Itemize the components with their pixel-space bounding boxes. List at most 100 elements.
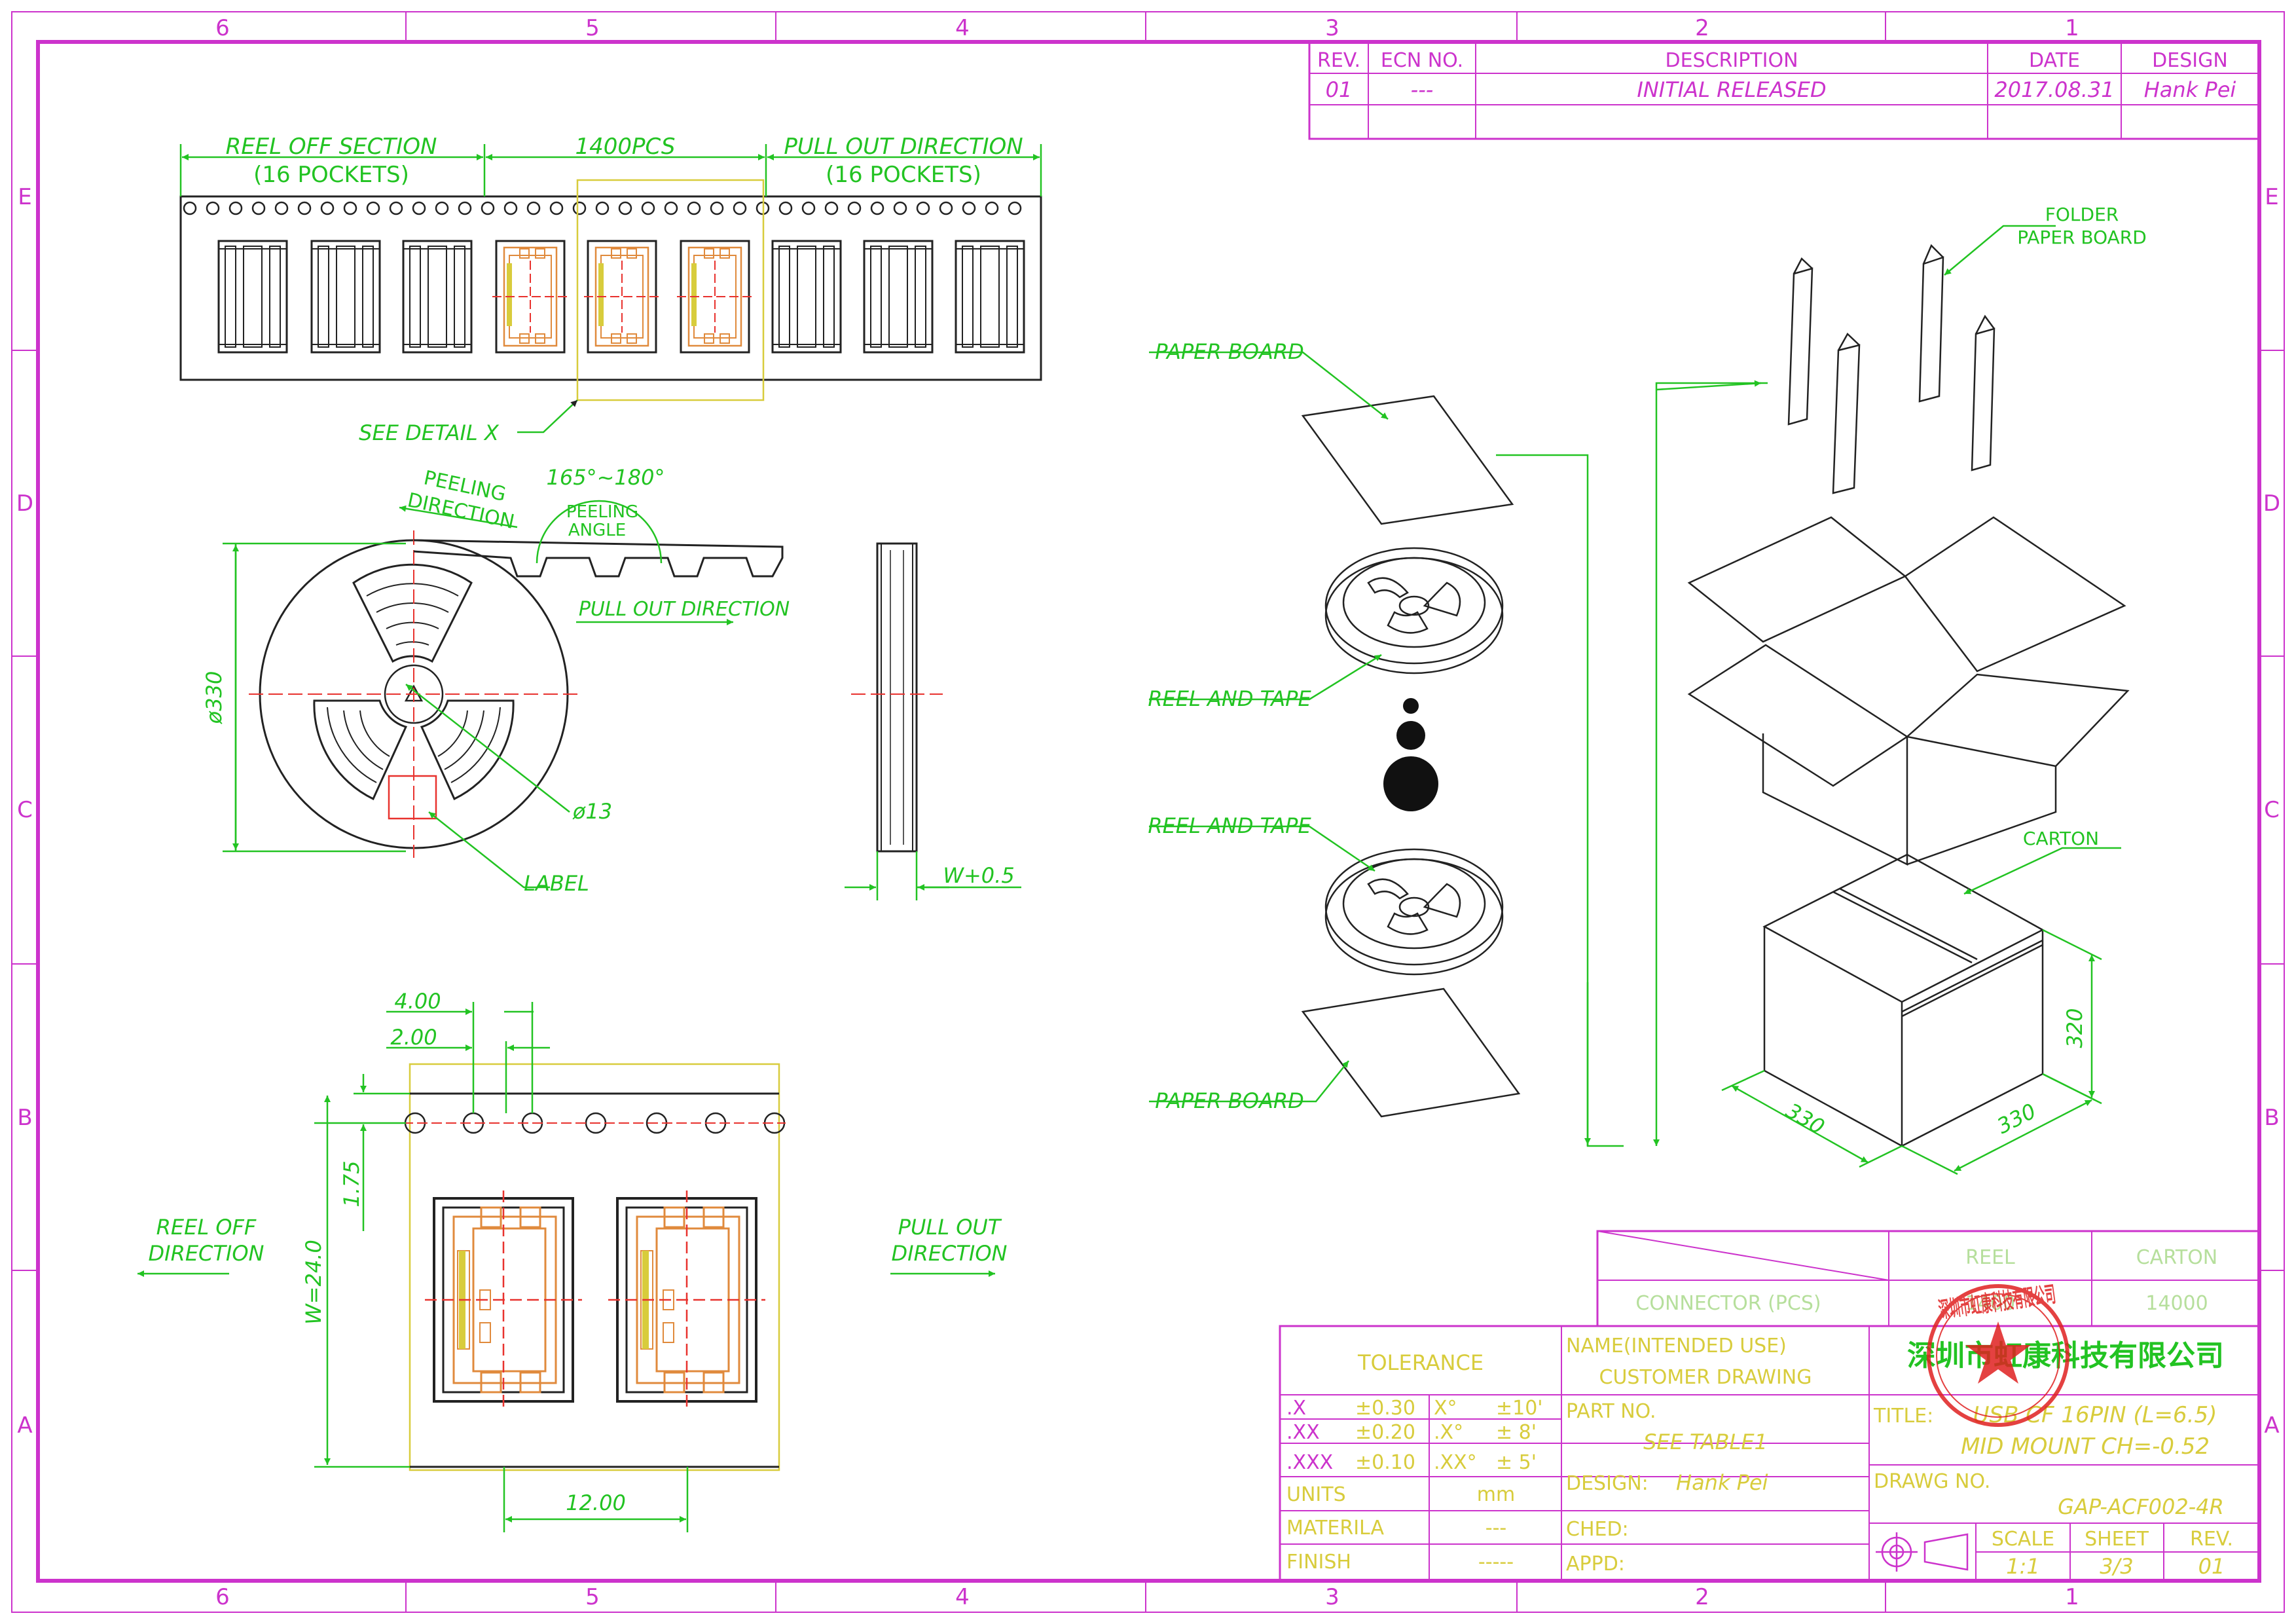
rev-header-rev: REV.: [1317, 49, 1360, 72]
col-bottom-3: 3: [1325, 1584, 1339, 1610]
col-bottom-1: 1: [2065, 1584, 2079, 1610]
tolerance-heading: TOLERANCE: [1357, 1350, 1484, 1375]
pocket-pitch-dim: 12.00: [566, 1490, 626, 1515]
loaded-pocket: [583, 240, 661, 354]
pull-out-pockets-label: (16 POCKETS): [826, 162, 981, 188]
hub-diameter-dim: ø13: [572, 799, 612, 824]
tol-row-3-b: ±0.10: [1355, 1451, 1415, 1474]
carton-length-dim: 330: [1782, 1098, 1829, 1139]
rev-header-design: DESIGN: [2152, 49, 2228, 72]
label-area: [388, 775, 437, 820]
packing-exploded-view: FOLDER PAPER BOARD PAPER BOARD REEL AND …: [1148, 204, 2147, 1175]
row-left-E: E: [18, 184, 31, 210]
qty-reel-value: 1400: [1965, 1292, 2015, 1315]
tol-row-3-c: .XX°: [1434, 1451, 1477, 1474]
col-top-6: 6: [215, 15, 230, 41]
part-label: PART NO.: [1566, 1400, 1656, 1423]
drawing-frame: 6 5 4 3 2 1 6 5 4 3 2 1 E D C B A E D C …: [11, 11, 2285, 1613]
open-box: [1687, 516, 2130, 866]
tape-count-label: 1400PCS: [575, 134, 676, 160]
part-value: SEE TABLE1: [1643, 1430, 1768, 1454]
rev-header-description: DESCRIPTION: [1665, 49, 1798, 72]
closed-carton: [1762, 853, 2045, 1148]
rev-row-ecn: ---: [1411, 77, 1434, 102]
revision-block: REV. ECN NO. DESCRIPTION DATE DESIGN 01 …: [1308, 41, 2261, 140]
peeling-angle-range: 165°~180°: [547, 465, 665, 490]
rev-row-date: 2017.08.31: [1994, 77, 2114, 102]
quantity-table: REEL CARTON CONNECTOR (PCS) 1400 14000: [1596, 1230, 2261, 1327]
col-top-1: 1: [2065, 15, 2079, 41]
rev-value: 01: [2198, 1554, 2225, 1579]
paper-board-top-label: PAPER BOARD: [1155, 339, 1303, 364]
reel-pack-1: [1324, 547, 1504, 674]
rev-header-date: DATE: [2029, 49, 2080, 72]
row-right-E: E: [2265, 184, 2278, 210]
reel-side-view: W+0.5: [845, 542, 1021, 900]
detail-pull-out-line-2: DIRECTION: [892, 1241, 1008, 1266]
title-line-2: MID MOUNT CH=-0.52: [1961, 1433, 2210, 1460]
col-bottom-6: 6: [215, 1584, 230, 1610]
qty-carton-value: 14000: [2145, 1292, 2208, 1315]
tol-row-1-b: ±0.30: [1355, 1397, 1415, 1420]
detail-reel-off-line-2: DIRECTION: [149, 1241, 264, 1266]
sprocket-holes: [183, 201, 1022, 215]
empty-pocket: [955, 240, 1025, 354]
checked-label: CHED:: [1566, 1518, 1629, 1541]
title-block: TOLERANCE .X ±0.30 X° ±10' .XX ±0.20 .X°…: [1279, 1325, 2261, 1582]
folder-label-line-1: FOLDER: [2045, 204, 2119, 225]
tol-row-2-b: ±0.20: [1355, 1421, 1415, 1444]
row-left-A: A: [17, 1412, 32, 1439]
loaded-pocket: [676, 240, 754, 354]
carton-label: CARTON: [2023, 828, 2099, 849]
reel-off-section-label: REEL OFF SECTION: [226, 134, 437, 160]
pitch-4-dim: 4.00: [394, 989, 441, 1014]
empty-pocket: [217, 240, 288, 354]
drawing-no-value: GAP-ACF002-4R: [2058, 1494, 2224, 1519]
paper-board-top: [1301, 395, 1514, 525]
finish-label: FINISH: [1286, 1551, 1351, 1574]
carton-width-dim: 330: [1993, 1098, 2040, 1139]
detail-x-frame: [576, 179, 765, 401]
paper-board-bottom-label: PAPER BOARD: [1155, 1088, 1303, 1113]
units-label: UNITS: [1286, 1483, 1346, 1506]
units-value: mm: [1477, 1483, 1515, 1506]
reel-width-dim: W+0.5: [943, 863, 1014, 888]
sheet-label: SHEET: [2085, 1528, 2149, 1551]
approved-label: APPD:: [1566, 1553, 1625, 1576]
col-bottom-5: 5: [585, 1584, 600, 1610]
rev-label: REV.: [2190, 1528, 2233, 1551]
carton-height-dim: 320: [2062, 1008, 2087, 1048]
carrier-tape-strip: REEL OFF SECTION (16 POCKETS) 1400PCS PU…: [179, 134, 1042, 445]
reel-front-view: ø330 ø13 LABEL PULL OUT DIRECTION 165°~1…: [202, 465, 790, 896]
design-label: DESIGN:: [1566, 1472, 1649, 1495]
see-detail-label: SEE DETAIL X: [359, 420, 500, 445]
label-callout: LABEL: [524, 871, 589, 896]
col-top-5: 5: [585, 15, 600, 41]
col-bottom-4: 4: [955, 1584, 970, 1610]
detail-pull-out-line-1: PULL OUT: [898, 1215, 1002, 1240]
material-label: MATERILA: [1286, 1517, 1384, 1540]
empty-pocket: [310, 240, 381, 354]
folder-label-line-2: PAPER BOARD: [2017, 227, 2147, 248]
peeling-angle-line-2: ANGLE: [568, 521, 626, 540]
connector-in-pocket: [607, 1189, 767, 1411]
rev-row-design: Hank Pei: [2144, 77, 2236, 102]
tol-row-2-d: ± 8': [1496, 1421, 1537, 1444]
row-left-C: C: [17, 797, 33, 823]
detail-reel-off-line-1: REEL OFF: [156, 1215, 257, 1240]
scale-label: SCALE: [1992, 1528, 2054, 1551]
folder-paper-boards: [1787, 244, 1995, 494]
tol-row-3-d: ± 5': [1496, 1451, 1537, 1474]
tol-row-2-a: .XX: [1286, 1421, 1320, 1444]
col-top-4: 4: [955, 15, 970, 41]
row-left-D: D: [16, 490, 33, 517]
tol-row-1-a: .X: [1286, 1397, 1306, 1420]
paper-board-bottom: [1301, 987, 1521, 1118]
rev-row-rev: 01: [1326, 77, 1353, 102]
reel-pack-2: [1324, 848, 1504, 976]
connector-in-pocket: [424, 1189, 583, 1411]
loaded-pocket: [491, 240, 570, 354]
reel-diameter-dim: ø330: [202, 671, 227, 725]
qty-row-connector: CONNECTOR (PCS): [1635, 1292, 1821, 1315]
